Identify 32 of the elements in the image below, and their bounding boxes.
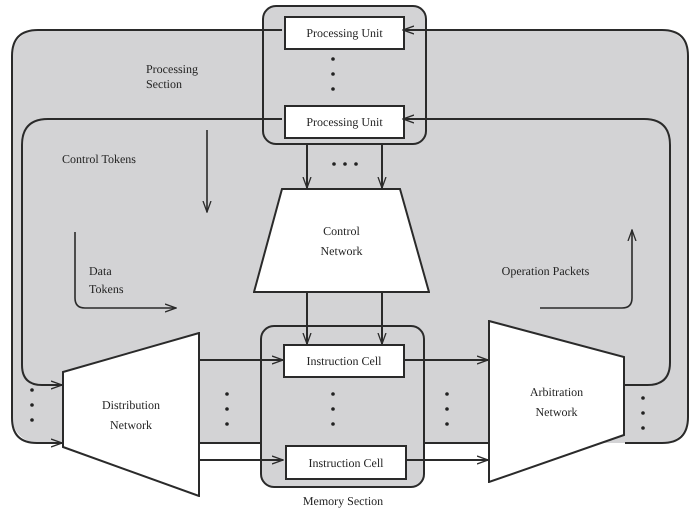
arrow <box>302 145 312 189</box>
unit-box <box>283 344 405 378</box>
arrow <box>200 455 284 465</box>
arrow <box>405 455 489 465</box>
unit-box <box>285 445 407 480</box>
network-label: Distribution Network <box>100 396 161 434</box>
network-trapezoid <box>253 188 430 293</box>
network-trapezoid <box>62 332 200 497</box>
arrow <box>377 293 387 345</box>
unit-box <box>284 16 405 50</box>
section-label: Memory Section <box>302 494 384 509</box>
network-trapezoid <box>488 320 625 483</box>
arrow <box>402 25 689 444</box>
arrow <box>302 293 312 345</box>
unit-label: Instruction Cell <box>308 456 384 470</box>
section-label: Processing Section <box>146 62 199 92</box>
arrow <box>200 355 284 365</box>
flow-label: Control Tokens <box>62 151 137 168</box>
flow-label: Data Tokens <box>89 263 124 298</box>
arrow <box>11 29 282 448</box>
unit-box <box>284 105 405 139</box>
unit-label: Processing Unit <box>306 26 383 40</box>
network-label: Control Network <box>320 222 364 260</box>
unit-label: Processing Unit <box>306 115 383 129</box>
arrow <box>21 118 282 390</box>
arrow <box>402 114 671 386</box>
arrow <box>405 355 489 365</box>
unit-label: Instruction Cell <box>306 354 382 368</box>
flow-label: Operation Packets <box>500 263 590 280</box>
arrow <box>377 145 387 189</box>
section-box <box>262 5 427 145</box>
network-label: Arbitration Network <box>528 384 584 420</box>
